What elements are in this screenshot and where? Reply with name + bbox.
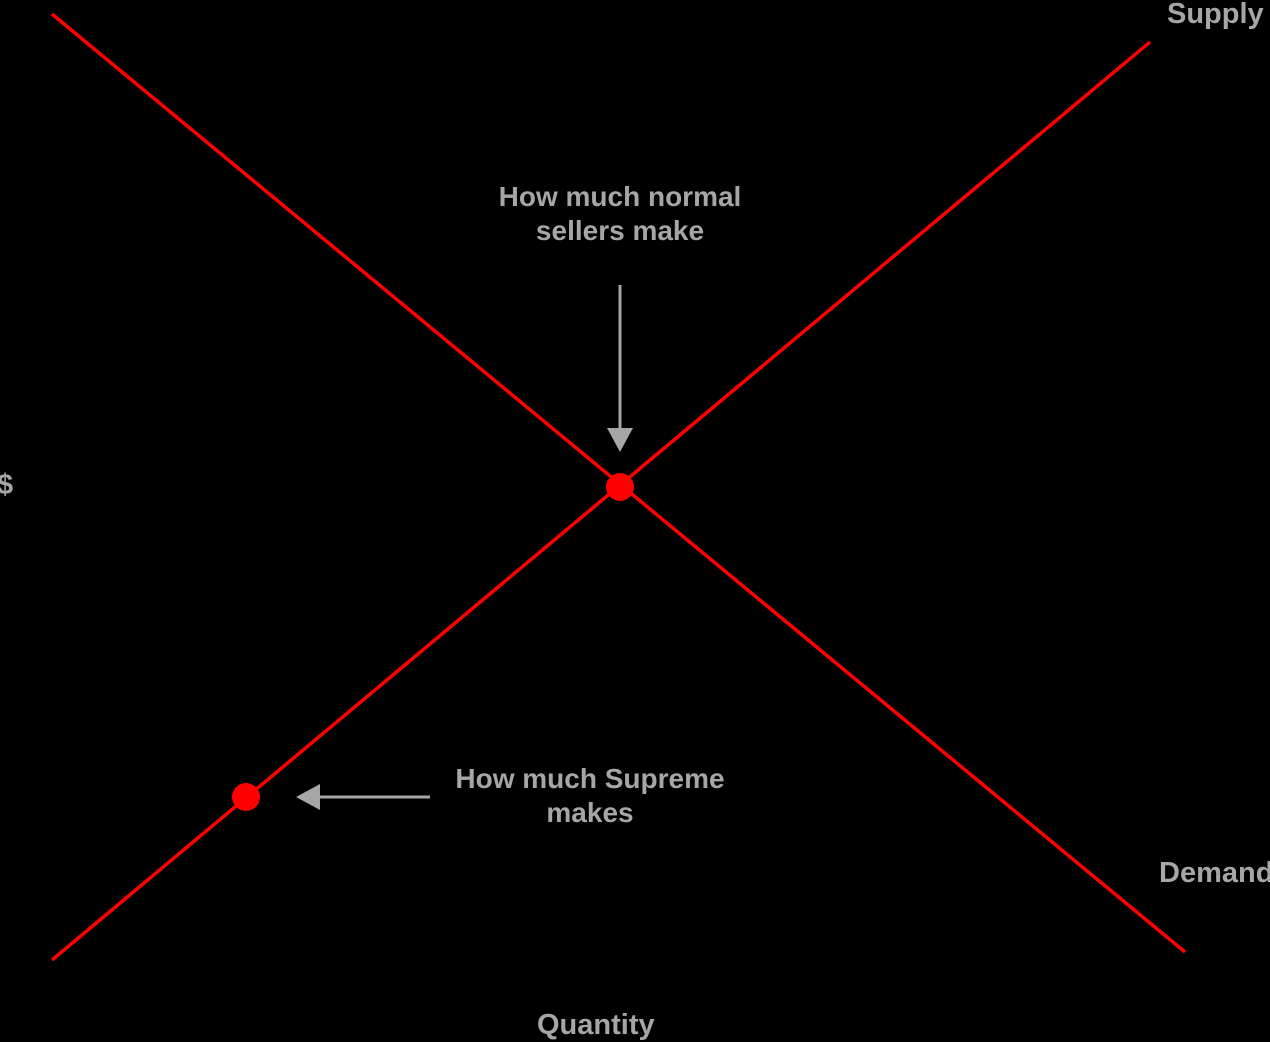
x-axis-label: Quantity [537, 1009, 655, 1041]
supply-curve [50, 40, 1152, 962]
y-axis-label: $ [0, 469, 14, 501]
supreme-point-marker [232, 783, 260, 811]
demand-curve-label: Demand [1159, 857, 1270, 889]
equilibrium-point-marker [606, 473, 634, 501]
annotation-normal-sellers: How much normal sellers make [498, 181, 742, 246]
normal-sellers-arrow [607, 285, 633, 452]
supreme-arrow [296, 784, 430, 810]
supply-curve-label: Supply [1167, 0, 1264, 30]
annotation-supreme: How much Supreme makes [455, 763, 725, 828]
